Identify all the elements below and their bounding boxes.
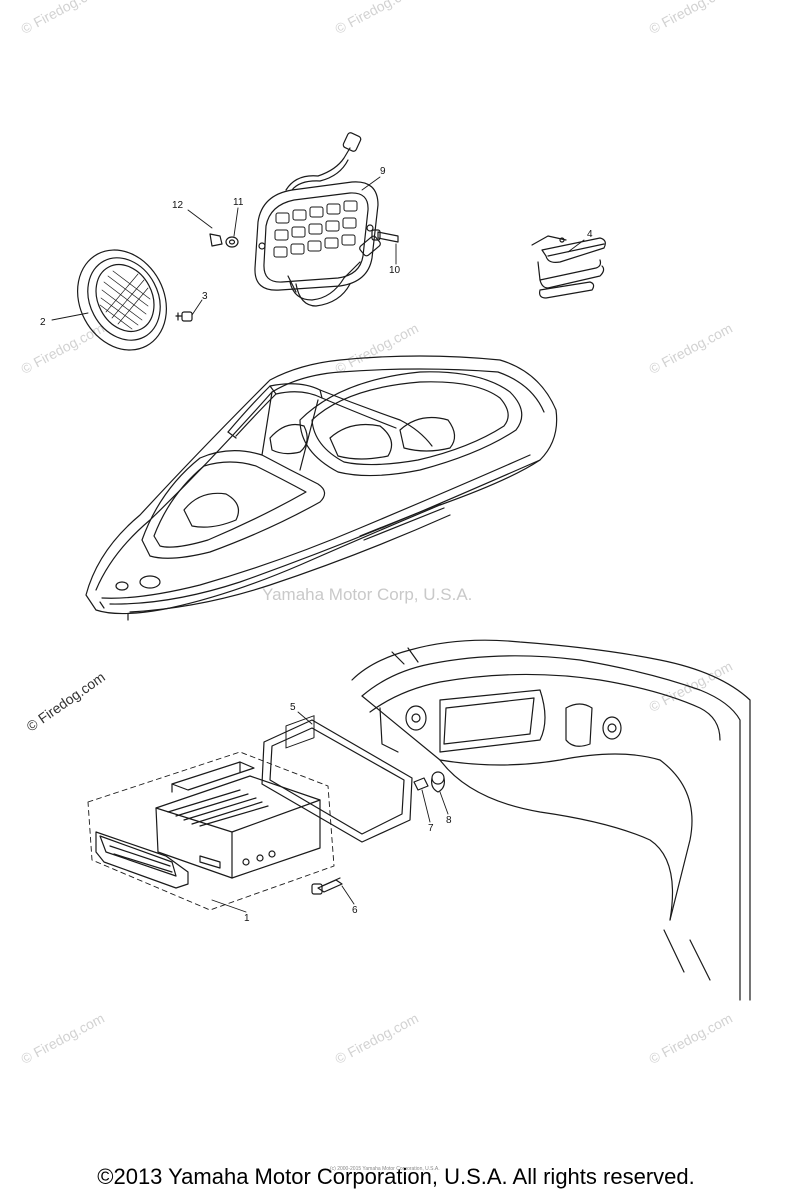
callout-8: 8: [446, 815, 452, 826]
callout-3: 3: [202, 291, 208, 302]
leader-lines: [51, 176, 585, 913]
nut-washer-drawing: [209, 233, 239, 248]
bolt-drawing: [371, 229, 399, 243]
callout-11: 11: [233, 197, 244, 208]
callout-6: 6: [352, 905, 358, 916]
callout-1: 1: [244, 913, 250, 924]
screw-drawing: [175, 311, 193, 322]
copyright-footer: ©2013 Yamaha Motor Corporation, U.S.A. A…: [97, 1164, 695, 1189]
callout-9: 9: [380, 166, 386, 177]
fine-print: (c) 2000-2015 Yamaha Motor Corporation, …: [330, 1166, 440, 1172]
bezel-drawing: [261, 719, 413, 843]
screw-drawing-6: [311, 877, 343, 895]
stereo-drawing: [87, 715, 335, 911]
callout-7: 7: [428, 823, 434, 834]
callout-10: 10: [389, 265, 401, 276]
callout-5: 5: [290, 702, 296, 713]
watermark-center: Yamaha Motor Corp, U.S.A.: [262, 585, 473, 604]
boat-drawing: [85, 355, 558, 621]
callout-4: 4: [587, 229, 593, 240]
nut-cap-drawing: [413, 771, 445, 793]
switch-panel-drawing: [254, 132, 381, 307]
callout-12: 12: [172, 200, 184, 211]
remote-drawing: [531, 235, 606, 299]
callout-2: 2: [40, 317, 46, 328]
dash-drawing: [351, 639, 751, 1001]
speaker-drawing: [77, 249, 167, 351]
